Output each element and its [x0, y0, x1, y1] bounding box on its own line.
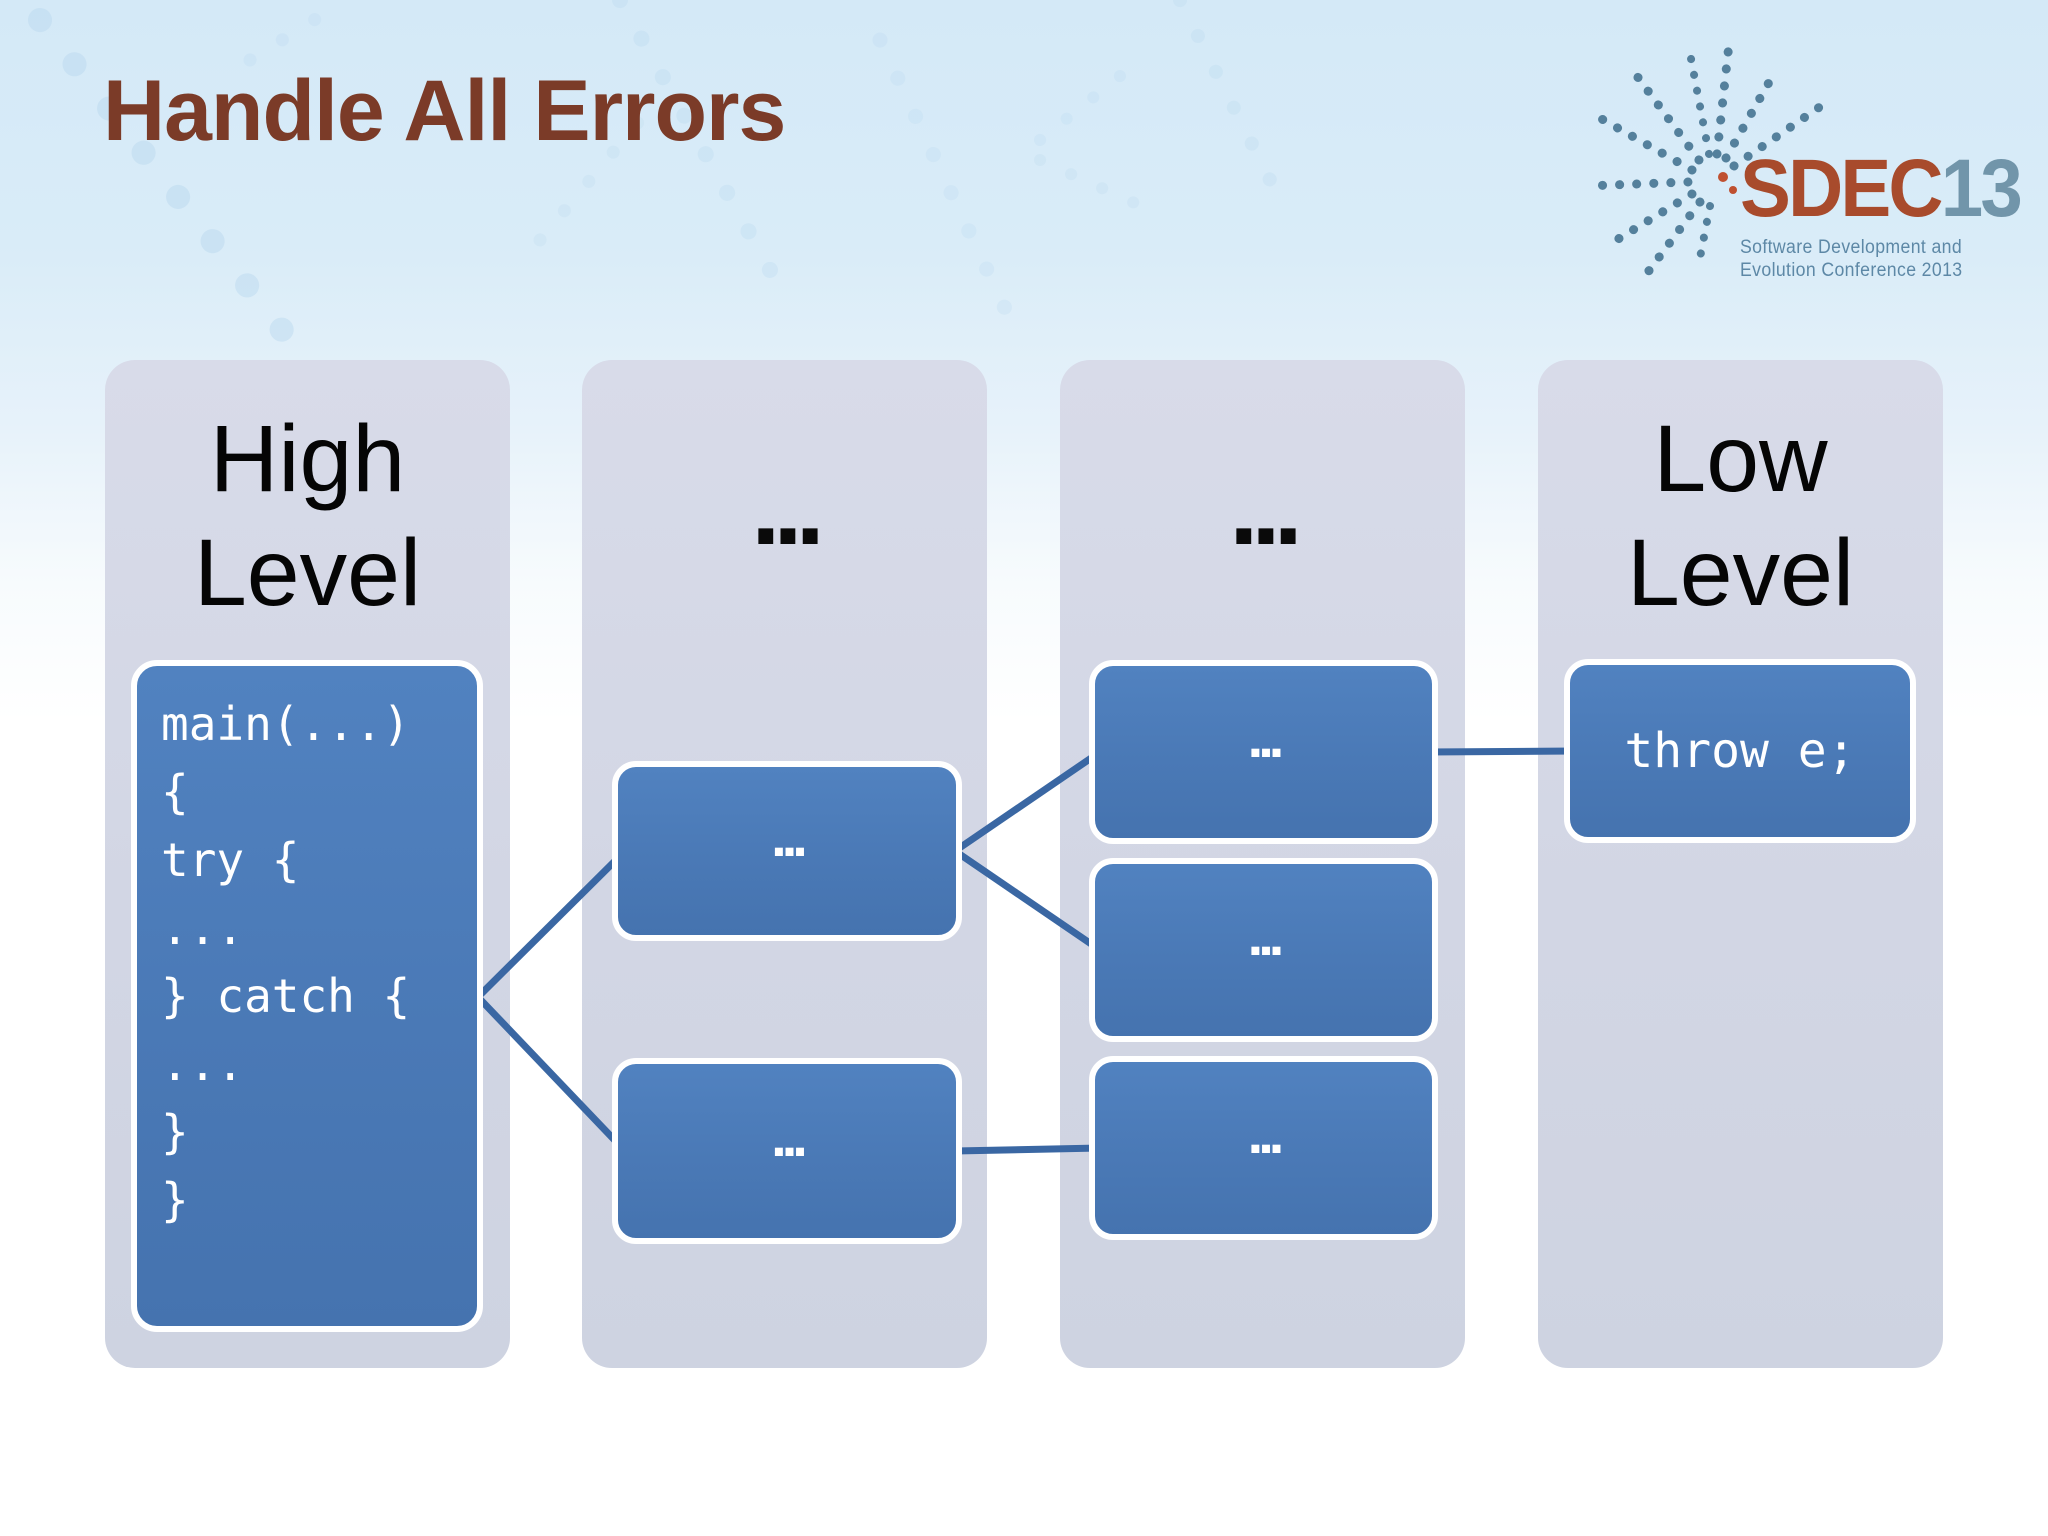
mid2-middle-node: ...: [1089, 858, 1438, 1042]
node-ellipsis-label: ...: [771, 805, 808, 868]
header-line: Level: [193, 520, 422, 626]
throw-label: throw e;: [1624, 723, 1856, 779]
logo-brand-year: 13: [1940, 143, 2023, 234]
header-line: Low: [1653, 406, 1828, 512]
logo-brand-sdec: SDEC: [1740, 143, 1944, 234]
column-header-ellipsis: ...: [1229, 450, 1303, 567]
connector-mid1-top-to-mid2-top: [953, 749, 1102, 854]
code-line: {: [161, 765, 189, 819]
connector-mid2-top-to-throw: [1427, 747, 1576, 756]
code-line: try {: [161, 833, 300, 887]
node-ellipsis-label: ...: [1247, 1102, 1285, 1165]
code-line: ...: [161, 1037, 245, 1091]
code-line: }: [161, 1173, 189, 1227]
sdec13-logo: SDEC13 Software Development and Evolutio…: [1560, 30, 2023, 290]
code-line: } catch {: [161, 969, 411, 1023]
logo-tagline: Software Development and Evolution Confe…: [1740, 236, 2020, 282]
header-line: Level: [1626, 520, 1855, 626]
code-line: main(...): [161, 697, 411, 751]
connector-main-to-mid1-top: [475, 848, 628, 1000]
slide-title: Handle All Errors: [103, 63, 786, 159]
code-line: }: [161, 1105, 189, 1159]
main-code-node: main(...) { try { ... } catch { ... } }: [131, 660, 483, 1332]
mid2-top-node: ...: [1089, 660, 1438, 844]
node-ellipsis-label: ...: [1247, 904, 1285, 967]
mid2-bottom-node: ...: [1089, 1056, 1438, 1240]
column-header-low-level: Low Level: [1538, 402, 1943, 630]
column-header-high-level: High Level: [105, 402, 510, 630]
node-ellipsis-label: ...: [771, 1105, 808, 1168]
mid1-bottom-node: ...: [612, 1058, 962, 1244]
column-header-ellipsis: ...: [751, 450, 825, 567]
code-line: ...: [161, 901, 245, 955]
header-line: High: [209, 406, 406, 512]
column-low-level: Low Level: [1538, 360, 1943, 1368]
logo-text: SDEC13 Software Development and Evolutio…: [1740, 148, 2023, 282]
connector-main-to-mid1-bottom: [475, 994, 628, 1154]
logo-tagline-line2: Evolution Conference 2013: [1740, 260, 1963, 281]
logo-tagline-line1: Software Development and: [1740, 237, 1963, 258]
node-ellipsis-label: ...: [1247, 706, 1285, 769]
mid1-top-node: ...: [612, 761, 962, 941]
connector-mid1-top-to-mid2-middle: [953, 848, 1102, 953]
background-decoration: [28, 0, 1282, 442]
starburst-icon: [1581, 39, 1829, 277]
logo-brand: SDEC13: [1740, 148, 2023, 230]
throw-node: throw e;: [1564, 659, 1916, 843]
connector-mid1-bottom-to-mid2-bottom: [954, 1144, 1101, 1155]
